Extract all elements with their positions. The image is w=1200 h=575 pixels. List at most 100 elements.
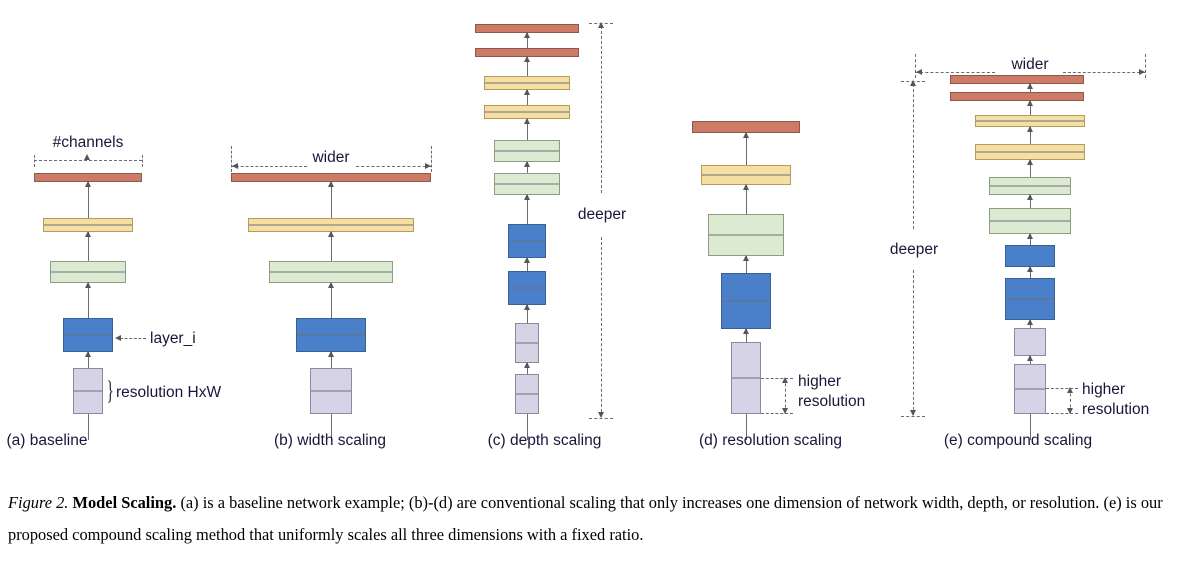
higher-res-e-tick-bottom xyxy=(1046,413,1078,414)
arrow-a-inlet xyxy=(88,414,89,440)
higher-res-e-arrow-bottom xyxy=(1067,408,1073,414)
deeper-c-tick-bottom xyxy=(589,418,613,419)
annotation-wider-e-label: wider xyxy=(1011,56,1049,73)
arrow-e-inlet xyxy=(1030,414,1031,440)
caption-figure-number: Figure 2. xyxy=(8,493,69,512)
annotation-higher-d-label: higher xyxy=(798,373,842,390)
caption-figure-title: Model Scaling. xyxy=(72,493,177,512)
block-lavender-b1 xyxy=(310,368,352,414)
deeper-e-tick-bottom xyxy=(901,416,925,417)
wider-e-arrow-right xyxy=(1139,69,1145,75)
arrow-d-3 xyxy=(743,184,749,214)
arrow-c-9 xyxy=(524,32,530,48)
figure-canvas: #channels layer_i } resolution HxW (a) b… xyxy=(0,0,1200,470)
arrow-a-2 xyxy=(85,282,91,318)
block-red-e1 xyxy=(950,92,1084,101)
arrow-e-9 xyxy=(1027,83,1033,92)
wider-b-tick-left xyxy=(231,146,232,172)
wider-e-dim-line-right xyxy=(1063,72,1145,73)
panel-a-baseline: #channels layer_i } resolution HxW (a) b… xyxy=(0,0,222,470)
block-green-c2 xyxy=(494,140,560,162)
panel-b-caption: (b) width scaling xyxy=(274,432,386,449)
arrow-e-4 xyxy=(1027,233,1033,245)
block-blue-a1 xyxy=(63,318,113,352)
arrow-b-4 xyxy=(328,181,334,218)
block-blue-e2 xyxy=(1005,245,1055,267)
deeper-e-arrow-top xyxy=(910,80,916,86)
figure-caption: Figure 2. Model Scaling. (a) is a baseli… xyxy=(8,487,1192,551)
arrow-e-3 xyxy=(1027,266,1033,278)
arrow-d-1 xyxy=(743,328,749,342)
arrow-c-1 xyxy=(524,362,530,374)
block-yellow-c2 xyxy=(484,76,570,90)
arrow-b-1 xyxy=(328,351,334,368)
block-lavender-e2 xyxy=(1014,328,1046,356)
wider-b-arrow-left xyxy=(232,163,238,169)
annotation-resolution-e-label: resolution xyxy=(1082,401,1150,418)
panel-c-depth-scaling: deeper (c) depth scaling xyxy=(450,0,665,470)
higher-res-e-arrow-top xyxy=(1067,387,1073,393)
panel-c-caption: (c) depth scaling xyxy=(487,432,602,449)
annotation-resolution-label: resolution HxW xyxy=(116,384,222,401)
channels-dim-arrow xyxy=(84,154,90,160)
higher-res-d-dim-line xyxy=(785,378,786,413)
arrow-c-3 xyxy=(524,257,530,271)
arrow-e-5 xyxy=(1027,194,1033,208)
deeper-c-dim-line-top xyxy=(601,26,602,193)
panel-e-compound-scaling: wider deeper xyxy=(880,0,1200,470)
wider-b-tick-right xyxy=(431,146,432,172)
arrow-b-2 xyxy=(328,282,334,318)
block-blue-c2 xyxy=(508,224,546,258)
wider-b-dim-line-left xyxy=(231,166,307,167)
block-blue-c1 xyxy=(508,271,546,305)
block-green-c1 xyxy=(494,173,560,195)
panel-e-caption: (e) compound scaling xyxy=(943,432,1093,449)
arrow-c-5 xyxy=(524,161,530,173)
block-lavender-d1 xyxy=(731,342,761,414)
block-lavender-a1 xyxy=(73,368,103,414)
layer-callout-line xyxy=(120,338,146,339)
arrow-e-8 xyxy=(1027,100,1033,115)
block-lavender-c2 xyxy=(515,323,539,363)
block-green-b1 xyxy=(269,261,393,283)
deeper-e-arrow-bottom xyxy=(910,410,916,416)
block-blue-d1 xyxy=(721,273,771,329)
block-yellow-d1 xyxy=(701,165,791,185)
block-red-e2 xyxy=(950,75,1084,84)
block-yellow-a1 xyxy=(43,218,133,232)
arrow-d-2 xyxy=(743,255,749,273)
resolution-brace: } xyxy=(106,376,114,405)
panel-a-caption: (a) baseline xyxy=(6,432,88,449)
arrow-a-3 xyxy=(85,231,91,261)
arrow-a-4 xyxy=(85,181,91,218)
block-yellow-c1 xyxy=(484,105,570,119)
higher-res-e-dim-line xyxy=(1070,388,1071,413)
higher-res-d-tick-top xyxy=(761,378,793,379)
panel-b-width-scaling: wider (b) width scaling xyxy=(210,0,450,470)
channels-dim-line xyxy=(34,160,142,161)
layer-callout-arrow xyxy=(115,335,121,341)
deeper-e-dim-line-top xyxy=(913,84,914,229)
annotation-deeper-e-label: deeper xyxy=(889,241,939,258)
arrow-d-inlet xyxy=(746,414,747,440)
higher-res-e-tick-top xyxy=(1046,388,1078,389)
deeper-e-dim-line-bottom xyxy=(913,270,914,415)
arrow-b-3 xyxy=(328,231,334,261)
higher-res-d-arrow-top xyxy=(782,377,788,383)
arrow-e-7 xyxy=(1027,126,1033,144)
panel-d-resolution-scaling: higher resolution (d) resolution scaling xyxy=(665,0,880,470)
caption-body: (a) is a baseline network example; (b)-(… xyxy=(8,493,1163,544)
arrow-c-inlet xyxy=(527,414,528,440)
block-blue-e1 xyxy=(1005,278,1055,320)
wider-b-dim-line-right xyxy=(356,166,431,167)
channels-dim-tick-left xyxy=(34,155,35,167)
annotation-channels-label: #channels xyxy=(52,134,124,151)
arrow-d-4 xyxy=(743,132,749,165)
arrow-e-2 xyxy=(1027,319,1033,328)
arrow-c-2 xyxy=(524,304,530,323)
wider-e-tick-right xyxy=(1145,54,1146,78)
panel-d-caption: (d) resolution scaling xyxy=(698,432,842,449)
arrow-b-inlet xyxy=(331,414,332,440)
annotation-resolution-d-label: resolution xyxy=(798,393,866,410)
wider-b-arrow-right xyxy=(425,163,431,169)
